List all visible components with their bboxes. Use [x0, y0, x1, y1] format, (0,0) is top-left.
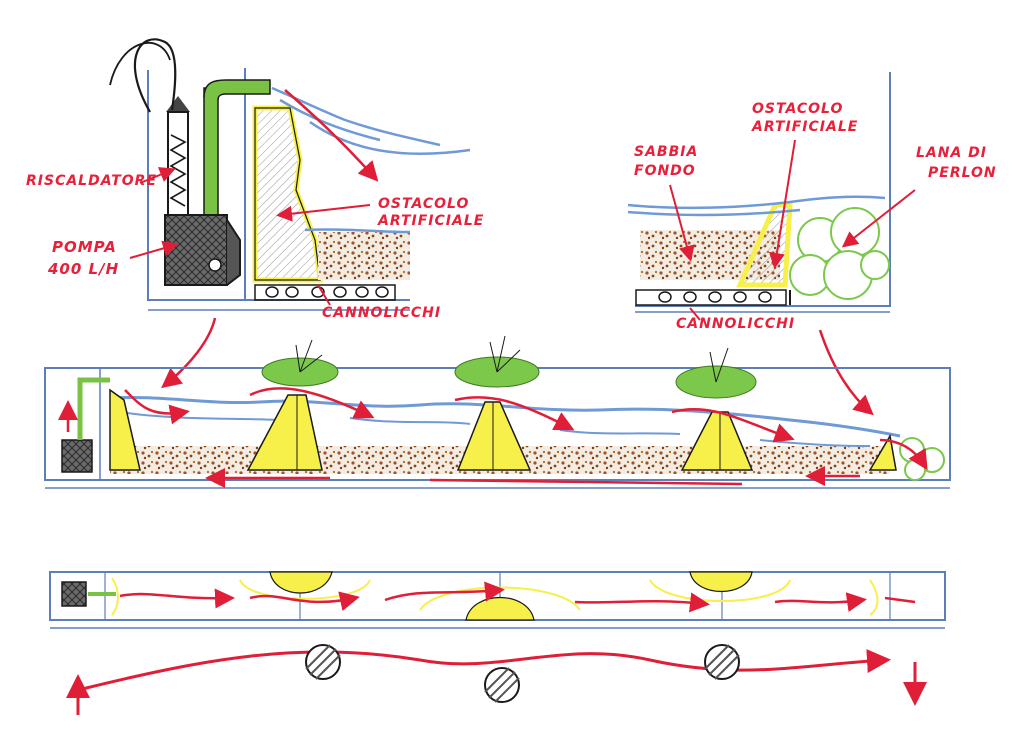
circulation-section: [66, 644, 927, 715]
detail-right-section: [627, 72, 916, 321]
plants-icon: [261, 356, 757, 399]
flow-arrows-top: [119, 581, 916, 613]
tubes-left-label: CANNOLICCHI: [322, 305, 442, 321]
perlon-label-line1: LANA DI: [916, 145, 988, 161]
filter-tubes: [254, 284, 396, 301]
flow-arrows-side: [124, 387, 928, 488]
pump-label-line2: 400 l/h: [48, 260, 120, 278]
obstacle-right-label-line2: ARTIFICIALE: [752, 119, 859, 135]
circulation-arrow: [77, 649, 891, 692]
tank-glass-right: [635, 72, 891, 307]
obstacles-side: [109, 388, 897, 471]
obstacle-left-label-line1: OSTACOLO: [378, 196, 470, 212]
perlon-label-line2: PERLON: [928, 165, 997, 181]
sand-label-line1: SABBIA: [634, 144, 699, 160]
sand-label-line2: FONDO: [634, 163, 696, 179]
heater-icon: [166, 96, 190, 223]
top-view-section: [49, 571, 946, 629]
obstacle-right-label-line1: OSTACOLO: [752, 101, 844, 117]
pump-pipe-icon: [203, 79, 271, 219]
perlon-side: [899, 437, 945, 481]
obstacle-left-label-line2: ARTIFICIALE: [378, 213, 485, 229]
pump-icon: [164, 214, 241, 286]
heater-label: RISCALDATORE: [26, 173, 158, 189]
pump-label-line1: POMPA: [52, 238, 117, 256]
pump-top-icon: [61, 581, 87, 607]
artificial-obstacle: [252, 105, 323, 283]
side-view-section: [44, 335, 951, 489]
link-arrow-right: [818, 329, 874, 416]
cable-icon: [133, 38, 177, 113]
flow-arrow: [284, 89, 379, 182]
obstacles-top: [269, 571, 753, 621]
tubes-right-label: CANNOLICCHI: [676, 316, 796, 332]
detail-left-section: [109, 38, 471, 311]
link-arrow-left: [161, 317, 217, 389]
gravel-bed: [318, 232, 410, 280]
pump-side-icon: [61, 439, 93, 473]
filter-tubes-right: [635, 289, 787, 306]
